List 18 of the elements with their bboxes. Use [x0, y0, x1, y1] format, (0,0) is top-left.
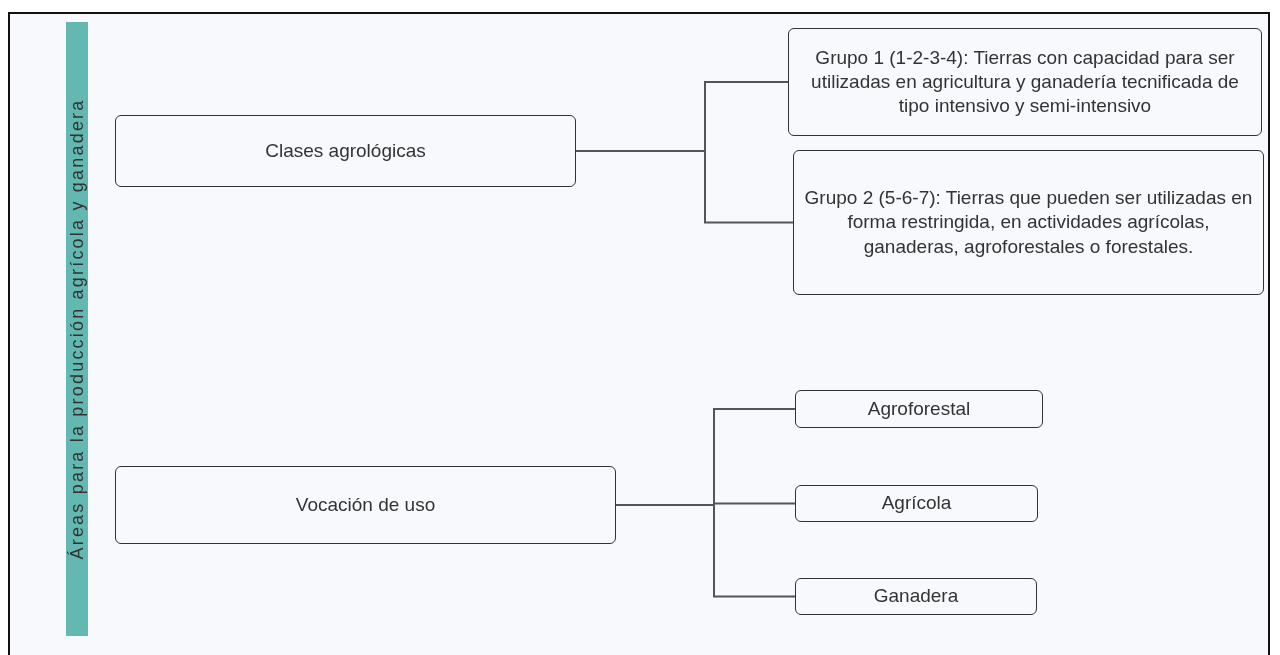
vertical-title: Áreas para la producción agrícola y ganadera — [65, 98, 88, 560]
connector-line — [615, 504, 796, 598]
box-label: Grupo 1 (1-2-3-4): Tierras con capacidad para ser utilizadas en agricultura y ganadería tecnificada de tipo intensivo y semi-intensivo — [810, 45, 1240, 119]
box-label: Vocación de uso — [295, 492, 436, 517]
topic-box — [795, 390, 1043, 428]
topic-box — [795, 578, 1037, 615]
connector-line — [575, 150, 794, 224]
topic-box — [788, 28, 1262, 136]
topic-box — [795, 485, 1038, 522]
box-label: Ganadera — [873, 584, 959, 609]
title-band — [66, 22, 88, 636]
topic-box — [115, 115, 576, 187]
box-label: Grupo 2 (5-6-7): Tierras que pueden ser utilizadas en forma restringida, en actividades agrícolas, ganaderas, agroforestales o forestales. — [803, 186, 1254, 259]
topic-box — [115, 466, 616, 544]
topic-box — [793, 150, 1264, 295]
box-label: Agrícola — [881, 491, 952, 516]
box-label: Agroforestal — [867, 396, 971, 421]
box-label: Clases agrológicas — [265, 138, 426, 163]
